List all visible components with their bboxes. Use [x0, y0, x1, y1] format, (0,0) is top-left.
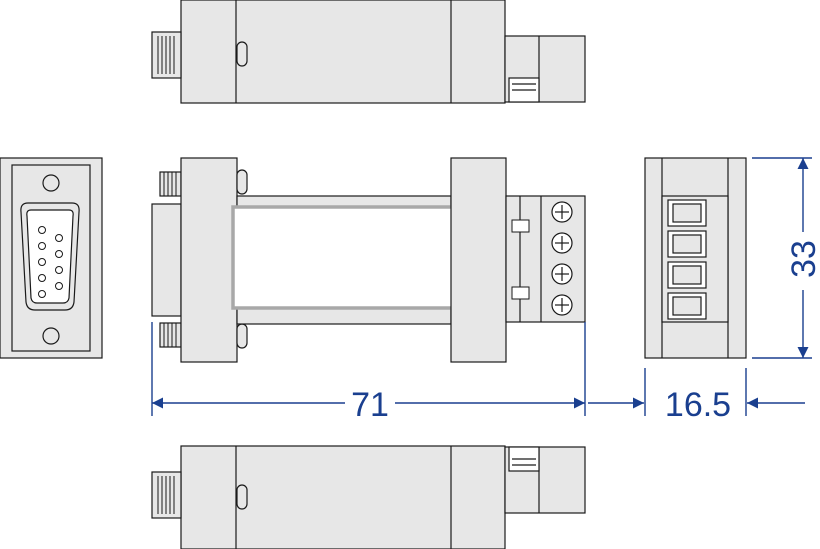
label-window	[231, 205, 456, 310]
front-view-terminal-block	[505, 195, 586, 323]
front-view-notch-bottom	[236, 323, 248, 349]
width-dimension-label: 16.5	[665, 386, 731, 424]
front-view	[151, 157, 586, 363]
front-view-db9-shell	[151, 203, 182, 317]
bottom-view	[151, 445, 586, 549]
terminal-screw-4	[551, 294, 573, 316]
top-view-housing	[180, 0, 506, 104]
front-view-notch-top	[236, 169, 248, 195]
top-view-notch	[236, 41, 248, 67]
db9-pins	[38, 226, 63, 298]
db9-mount-hole-top	[42, 174, 60, 192]
top-view	[151, 0, 586, 104]
bottom-view-notch	[236, 484, 248, 510]
length-dimension-label: 71	[351, 386, 389, 424]
height-dimension-label: 33	[785, 240, 820, 278]
front-view-right-flange	[450, 157, 507, 363]
terminal-screw-1	[551, 201, 573, 223]
db9-end-view	[0, 157, 103, 359]
terminal-end-view	[644, 157, 747, 359]
dimension-lines	[151, 157, 812, 416]
db9-shell-inner	[26, 209, 74, 304]
bottom-view-housing	[180, 445, 506, 549]
db9-mount-hole-bottom	[42, 327, 60, 345]
front-view-left-flange	[180, 157, 238, 363]
terminal-screw-3	[551, 263, 573, 285]
terminal-screw-2	[551, 232, 573, 254]
terminal-wire-slots	[667, 199, 707, 320]
front-view-screw-bottom	[159, 322, 182, 348]
terminal-screws	[551, 201, 573, 316]
front-view-screw-top	[159, 171, 182, 197]
